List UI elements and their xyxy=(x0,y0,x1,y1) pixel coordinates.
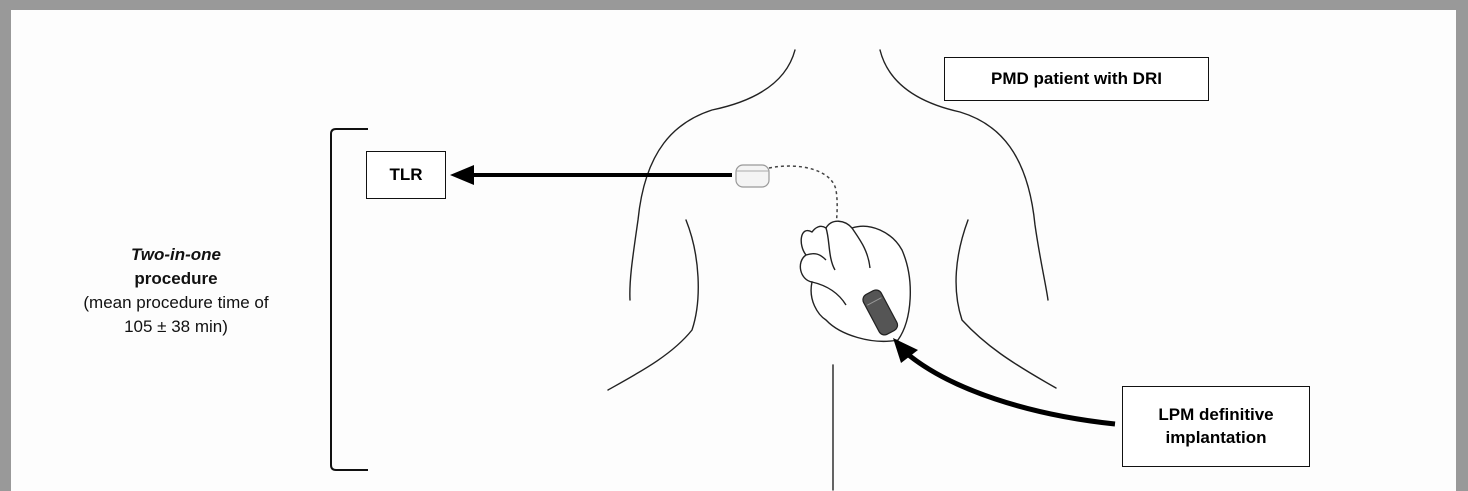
lpm-arrow xyxy=(893,338,1115,424)
right-arm-inner-line xyxy=(956,220,1056,388)
procedure-detail-line2: 105 ± 38 min) xyxy=(46,315,306,339)
tlr-arrow xyxy=(450,165,732,185)
pmd-patient-label: PMD patient with DRI xyxy=(944,57,1209,101)
procedure-italic-title: Two-in-one xyxy=(46,243,306,267)
procedure-description: Two-in-one procedure (mean procedure tim… xyxy=(46,243,306,339)
tlr-label: TLR xyxy=(366,151,446,199)
lpm-text-line2: implantation xyxy=(1165,427,1266,449)
lpm-text-line1: LPM definitive xyxy=(1158,404,1273,426)
pmd-patient-text: PMD patient with DRI xyxy=(991,68,1162,90)
procedure-detail-line1: (mean procedure time of xyxy=(46,291,306,315)
procedure-bold-title: procedure xyxy=(46,267,306,291)
tlr-text: TLR xyxy=(389,164,422,186)
left-arm-inner-line xyxy=(608,220,698,390)
procedure-bracket xyxy=(331,129,368,470)
lpm-implantation-label: LPM definitive implantation xyxy=(1122,386,1310,467)
pacemaker-generator xyxy=(736,165,769,187)
